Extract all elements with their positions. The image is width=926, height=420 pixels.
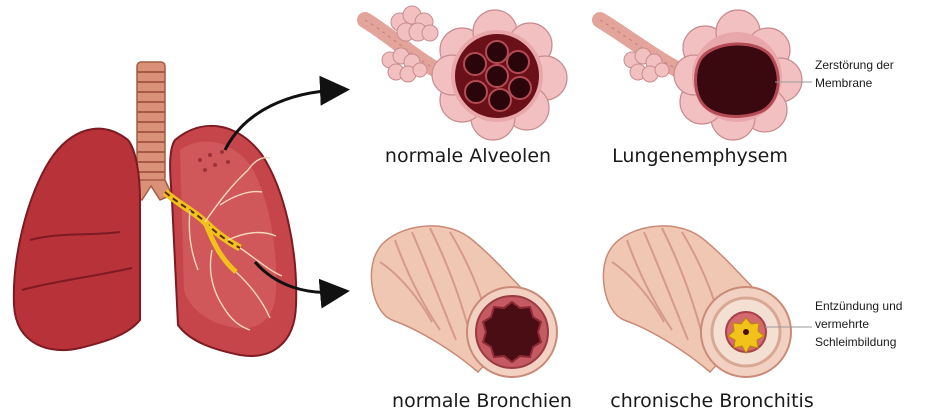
chronic-bronchitis-illustration [603, 226, 812, 377]
annotation-membrane-line2: Membrane [815, 74, 894, 92]
annotation-membrane-line1: Zerstörung der [815, 56, 894, 74]
normal-bronchi-illustration [371, 226, 557, 377]
lungs-illustration [14, 62, 296, 356]
annotation-inflammation-line2: vermehrte [815, 315, 902, 333]
annotation-inflammation: Entzündung und vermehrte Schleimbildung [815, 297, 902, 351]
caption-emphysema: Lungenemphysem [612, 145, 788, 167]
annotation-membrane-destruction: Zerstörung der Membrane [815, 56, 894, 92]
caption-normal-bronchi: normale Bronchien [392, 390, 572, 412]
emphysema-illustration [600, 10, 812, 140]
caption-chronic-bronchitis: chronische Bronchitis [610, 390, 813, 412]
annotation-inflammation-line1: Entzündung und [815, 297, 902, 315]
annotation-inflammation-line3: Schleimbildung [815, 333, 902, 351]
normal-alveoli-illustration [365, 6, 567, 140]
caption-normal-alveoli: normale Alveolen [385, 145, 551, 167]
